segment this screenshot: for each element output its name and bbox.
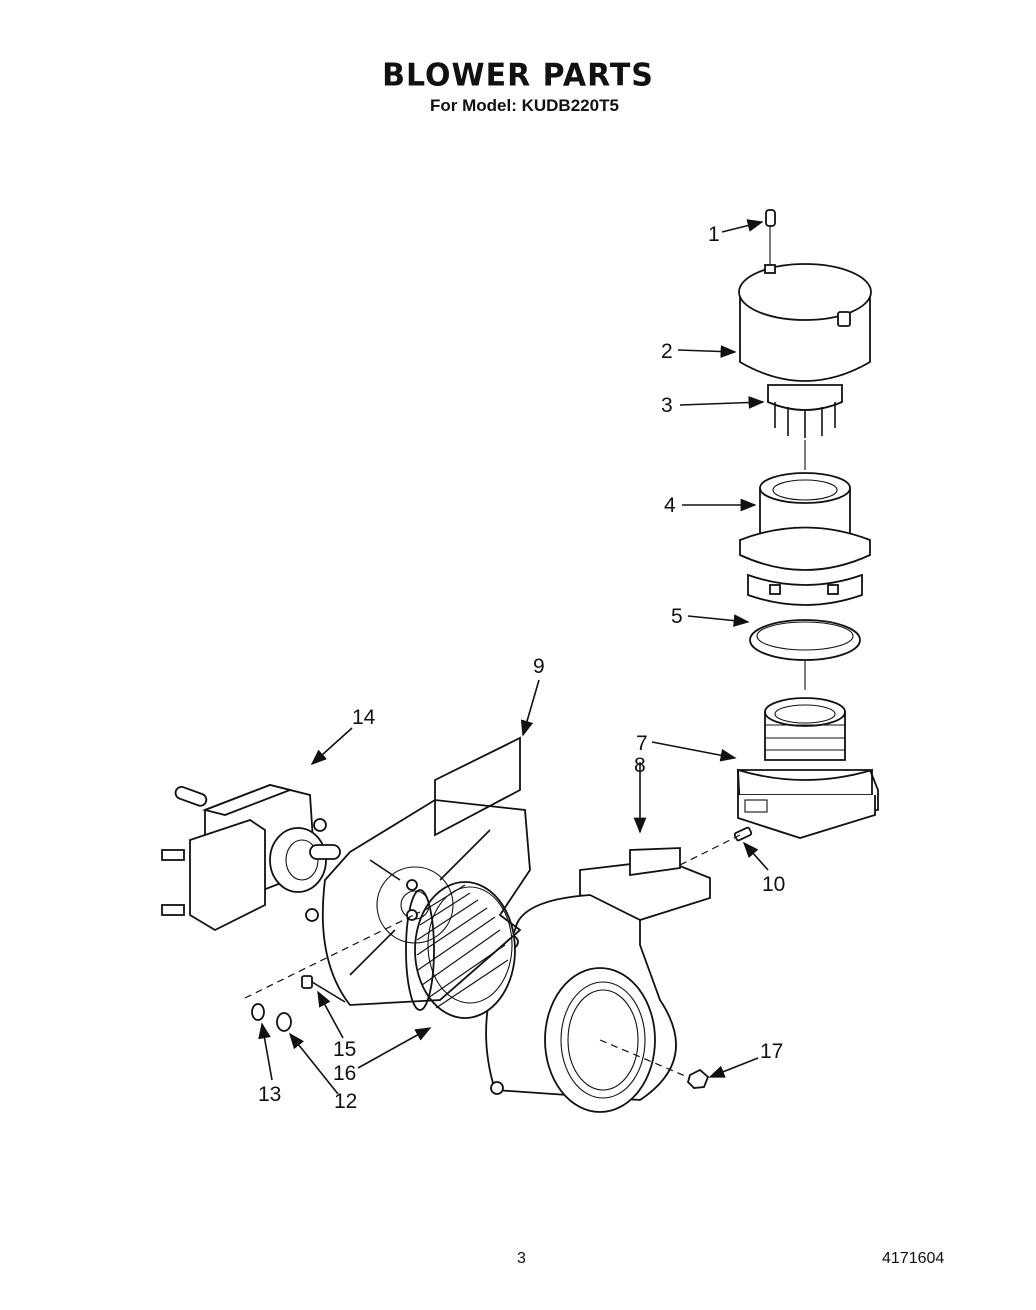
callout-10: 10 — [762, 873, 785, 896]
callout-15: 15 — [333, 1038, 356, 1061]
callout-1: 1 — [708, 223, 720, 246]
callout-4: 4 — [664, 494, 676, 517]
callout-12: 12 — [334, 1090, 357, 1113]
callout-13: 13 — [258, 1083, 281, 1106]
part-14-motor — [161, 784, 341, 932]
part-7-grommet — [737, 697, 879, 839]
part-10-screw — [733, 826, 753, 842]
part-12-nut — [276, 1012, 292, 1032]
part-5-gasket — [749, 619, 861, 690]
callout-5: 5 — [671, 605, 683, 628]
part-9-mounting-plate — [321, 736, 531, 1006]
part-1-screw — [765, 209, 776, 268]
page-title: BLOWER PARTS — [382, 57, 654, 94]
document-number: 4171604 — [882, 1250, 945, 1267]
callout-16: 16 — [333, 1062, 356, 1085]
part-3-clip — [767, 384, 843, 470]
callout-8: 8 — [634, 754, 646, 777]
callout-9: 9 — [533, 655, 545, 678]
part-2-cap — [738, 263, 872, 382]
part-17-nut — [686, 1068, 710, 1089]
part-8-blower-housing — [485, 847, 711, 1113]
part-4-collar — [739, 472, 871, 606]
leader-lines — [258, 219, 769, 1095]
callout-3: 3 — [661, 394, 673, 417]
part-16-blower-wheel — [405, 881, 516, 1019]
callout-17: 17 — [760, 1040, 783, 1063]
shaft-alignment-line — [244, 911, 421, 999]
callout-7: 7 — [636, 732, 648, 755]
part-13-washer — [251, 1003, 265, 1021]
model-subtitle: For Model: KUDB220T5 — [430, 96, 619, 115]
callout-14: 14 — [352, 706, 376, 729]
nut-alignment-line — [599, 1039, 691, 1079]
page-number: 3 — [517, 1250, 526, 1267]
alignment-line — [679, 834, 741, 866]
callout-2: 2 — [661, 340, 673, 363]
